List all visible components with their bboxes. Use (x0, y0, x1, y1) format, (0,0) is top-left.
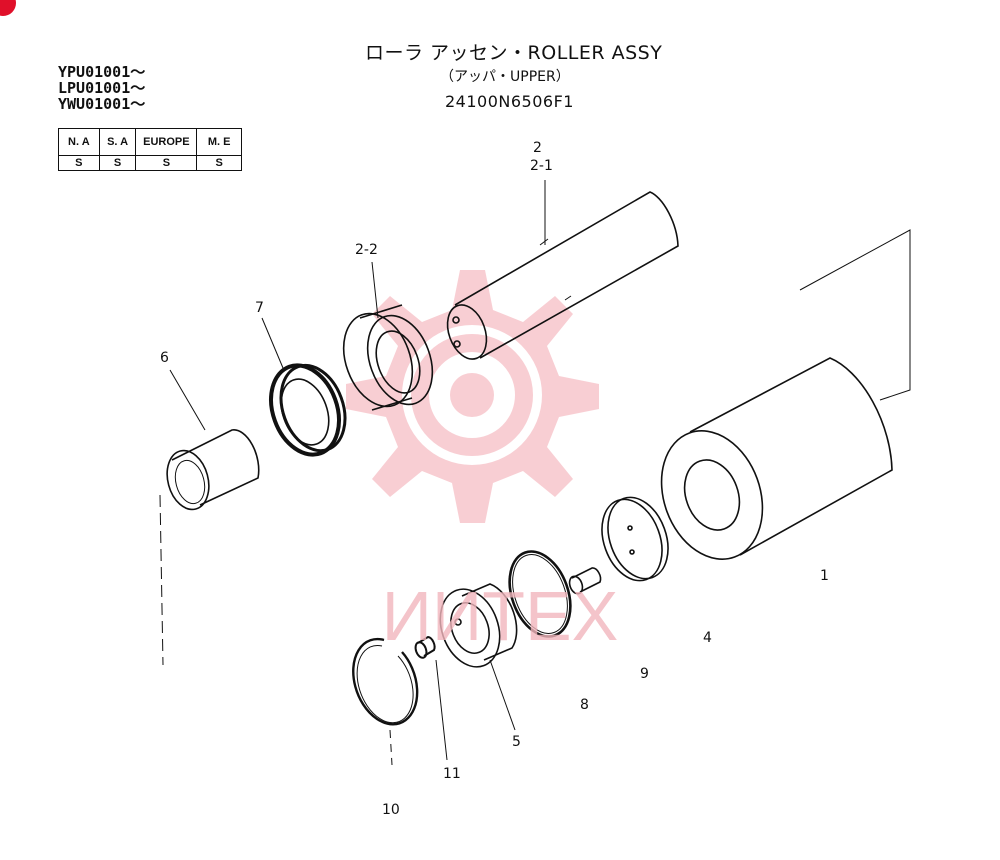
region-header-me: M. E (196, 128, 242, 156)
callout-2: 2 (533, 140, 542, 156)
region-header-europe: EUROPE (135, 128, 198, 156)
part-7-seal (269, 363, 347, 457)
part-9-bolt (568, 567, 602, 595)
serial-item: YWU01001～ (58, 95, 146, 113)
part-6-bushing (166, 429, 260, 511)
serial-item: LPU01001～ (58, 79, 146, 97)
region-header-sa: S. A (98, 128, 137, 156)
callout-10: 10 (382, 802, 400, 818)
callout-2-2: 2-2 (355, 242, 378, 258)
region-value-sa: S (98, 155, 137, 171)
part-2-shaft (446, 191, 679, 360)
callout-1: 1 (820, 568, 829, 584)
part-2-2-collar (342, 304, 434, 411)
callout-7: 7 (255, 300, 264, 316)
callout-11: 11 (443, 766, 461, 782)
corner-badge (0, 0, 16, 16)
callout-2-1: 2-1 (530, 158, 553, 174)
diagram-title: ローラ アッセン・ROLLER ASSY (365, 42, 663, 64)
region-value-na: S (58, 155, 100, 171)
watermark-gear-logo (346, 270, 599, 523)
serial-list: YPU01001～ LPU01001～ YWU01001～ (58, 64, 145, 112)
part-5-end-cap (439, 583, 518, 668)
part-1-roller (660, 357, 893, 560)
region-header-na: N. A (58, 128, 100, 156)
part-4-cover (601, 496, 669, 582)
callout-4: 4 (703, 630, 712, 646)
leader-lines (159, 180, 911, 766)
callout-9: 9 (640, 666, 649, 682)
diagram-subtitle: （アッパ・UPPER） (440, 69, 570, 85)
serial-item: YPU01001～ (58, 63, 146, 81)
watermark-text: ИИТЕХ (382, 577, 619, 655)
region-table: N. A S. A EUROPE M. E S S S S (58, 128, 242, 171)
part-8-o-ring (508, 550, 572, 638)
callout-8: 8 (580, 697, 589, 713)
region-value-me: S (196, 155, 242, 171)
part-number: 24100N6506F1 (445, 92, 574, 111)
callout-6: 6 (160, 350, 169, 366)
callout-5: 5 (512, 734, 521, 750)
part-10-snap-ring (352, 637, 419, 726)
part-11-plug (414, 635, 436, 659)
region-value-europe: S (135, 155, 198, 171)
